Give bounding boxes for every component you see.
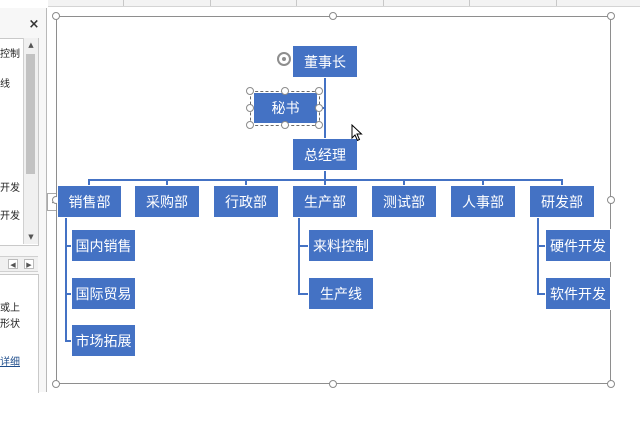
subdept-box-production-line[interactable]: 生产线 (308, 277, 374, 310)
shape-resize-handle[interactable] (315, 121, 323, 129)
scroll-up-icon[interactable]: ▲ (28, 41, 34, 49)
frame-resize-handle[interactable] (607, 12, 615, 20)
shape-resize-handle[interactable] (315, 87, 323, 95)
connector-line (537, 293, 546, 295)
connector-line (403, 179, 405, 186)
subdept-box-market-expansion[interactable]: 市场拓展 (71, 324, 136, 357)
column-divider (556, 0, 557, 6)
smartart-text-pane: × 控制 线 开发 开发 ▲ ▼ ◀ ▶ 或上 形状 详细 (0, 8, 47, 393)
text-pane-line[interactable]: 线 (0, 79, 10, 90)
shape-resize-handle[interactable] (315, 104, 323, 112)
frame-resize-handle[interactable] (52, 380, 60, 388)
subdept-box-software-dev[interactable]: 软件开发 (545, 277, 611, 310)
connector-line (537, 245, 546, 247)
connector-line (245, 179, 247, 186)
subdept-box-domestic-sales[interactable]: 国内销售 (71, 229, 136, 262)
column-header-strip (48, 0, 640, 7)
text-pane-vertical-scrollbar[interactable]: ▲ ▼ (23, 38, 38, 244)
column-divider (123, 0, 124, 6)
text-pane-line[interactable]: 控制 (0, 49, 20, 60)
subdept-box-incoming-control[interactable]: 来料控制 (308, 229, 374, 262)
frame-resize-handle[interactable] (607, 380, 615, 388)
connector-line (537, 217, 539, 295)
connector-line (65, 245, 72, 247)
column-divider (296, 0, 297, 6)
department-box-admin[interactable]: 行政部 (213, 185, 279, 218)
scroll-left-icon[interactable]: ◀ (8, 259, 18, 269)
frame-resize-handle[interactable] (329, 12, 337, 20)
column-divider (383, 0, 384, 6)
scroll-right-icon[interactable]: ▶ (24, 259, 34, 269)
shape-resize-handle[interactable] (281, 121, 289, 129)
column-divider (210, 0, 211, 6)
department-box-rnd[interactable]: 研发部 (529, 185, 595, 218)
department-box-production[interactable]: 生产部 (292, 185, 358, 218)
chairman-box[interactable]: 董事长 (292, 45, 358, 78)
connector-line (482, 179, 484, 186)
scrollbar-thumb[interactable] (26, 54, 35, 174)
connector-line (65, 217, 67, 342)
subdept-box-international-trade[interactable]: 国际贸易 (71, 277, 136, 310)
text-pane-horizontal-scrollbar[interactable]: ◀ ▶ (0, 256, 38, 272)
column-divider (469, 0, 470, 6)
description-line: 或上 (0, 303, 20, 314)
connector-line (65, 293, 72, 295)
description-line: 形状 (0, 319, 20, 330)
frame-resize-handle[interactable] (329, 380, 337, 388)
department-box-testing[interactable]: 测试部 (371, 185, 437, 218)
department-box-sales[interactable]: 销售部 (57, 185, 122, 218)
scroll-down-icon[interactable]: ▼ (28, 233, 34, 241)
connector-line (298, 293, 309, 295)
text-pane-line[interactable]: 开发 (0, 211, 20, 222)
connector-line (561, 179, 563, 186)
shape-resize-handle[interactable] (246, 87, 254, 95)
connector-line (65, 340, 72, 342)
frame-resize-handle[interactable] (607, 196, 615, 204)
connector-line (324, 170, 326, 180)
frame-resize-handle[interactable] (52, 12, 60, 20)
general-manager-box[interactable]: 总经理 (292, 138, 358, 171)
shape-resize-handle[interactable] (246, 121, 254, 129)
rotate-handle-icon[interactable] (277, 52, 291, 66)
more-details-link[interactable]: 详细 (0, 357, 20, 368)
mouse-cursor-icon (351, 124, 363, 142)
connector-line (324, 77, 326, 139)
close-icon[interactable]: × (28, 17, 40, 32)
connector-line (166, 179, 168, 186)
shape-resize-handle[interactable] (281, 87, 289, 95)
connector-line (298, 245, 309, 247)
text-pane-description: 或上 形状 详细 (0, 274, 39, 393)
connector-line (324, 179, 326, 186)
department-box-purchasing[interactable]: 采购部 (134, 185, 200, 218)
connector-line (88, 179, 90, 186)
text-pane-line[interactable]: 开发 (0, 183, 20, 194)
subdept-box-hardware-dev[interactable]: 硬件开发 (545, 229, 611, 262)
shape-resize-handle[interactable] (246, 104, 254, 112)
department-box-hr[interactable]: 人事部 (450, 185, 516, 218)
connector-line (298, 217, 300, 295)
